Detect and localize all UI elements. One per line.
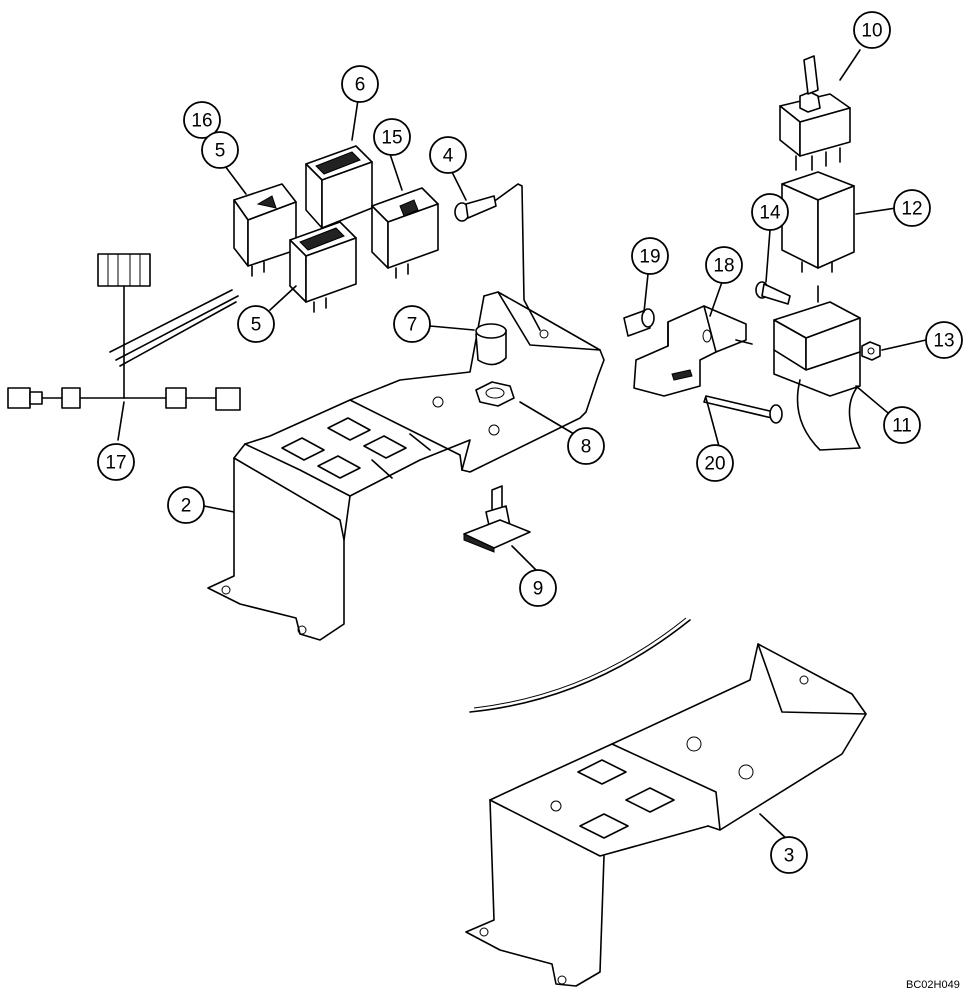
svg-text:18: 18 <box>713 256 734 277</box>
svg-text:3: 3 <box>784 846 795 867</box>
toggle-switch-10 <box>779 55 851 171</box>
svg-text:16: 16 <box>191 111 212 132</box>
spacer-19 <box>623 308 655 337</box>
svg-text:11: 11 <box>892 416 912 437</box>
grommet-9 <box>463 485 531 553</box>
svg-text:20: 20 <box>704 454 725 475</box>
screw-4 <box>454 183 541 331</box>
svg-text:10: 10 <box>861 21 882 42</box>
callout-14: 14 <box>751 193 789 231</box>
bolt-14 <box>755 281 791 305</box>
wire-harness-17 <box>7 253 241 411</box>
relay-socket-11 <box>773 285 861 451</box>
callout-16: 16 <box>183 101 221 139</box>
callout-5-lower: 5 <box>237 305 275 343</box>
nut-13 <box>861 341 881 361</box>
rocker-switch-upper <box>305 145 373 239</box>
callout-4: 4 <box>429 136 467 174</box>
plug-7 <box>475 323 507 366</box>
callout-9: 9 <box>519 569 557 607</box>
svg-text:14: 14 <box>759 203 781 224</box>
callout-12: 12 <box>893 189 931 227</box>
drawing-code: BC02H049 <box>906 979 960 991</box>
mounting-plate-upper <box>207 291 605 641</box>
callout-8: 8 <box>567 427 605 465</box>
relay-12 <box>781 171 855 273</box>
leader-lines <box>117 49 927 841</box>
nut-8 <box>475 381 515 407</box>
callout-17: 17 <box>97 443 135 481</box>
svg-text:17: 17 <box>105 453 126 474</box>
svg-text:5: 5 <box>251 315 262 336</box>
svg-text:4: 4 <box>443 146 454 167</box>
svg-text:7: 7 <box>407 315 418 336</box>
svg-text:9: 9 <box>533 579 544 600</box>
callout-2: 2 <box>167 486 205 524</box>
rocker-switch-lower <box>289 221 357 313</box>
callout-19: 19 <box>631 237 669 275</box>
bolt-20 <box>703 395 783 424</box>
callout-10: 10 <box>853 11 891 49</box>
rocker-switch-light <box>371 187 439 279</box>
mounting-plate-lower <box>465 617 867 987</box>
callout-20: 20 <box>696 444 734 482</box>
bracket-18 <box>633 305 753 397</box>
callout-7: 7 <box>393 305 431 343</box>
svg-text:12: 12 <box>901 199 922 220</box>
svg-text:8: 8 <box>581 437 592 458</box>
rocker-switch-hazard <box>233 183 297 277</box>
callout-15: 15 <box>373 118 411 156</box>
svg-text:19: 19 <box>639 247 660 268</box>
svg-text:2: 2 <box>181 496 192 517</box>
callout-18: 18 <box>705 246 743 284</box>
callout-13: 13 <box>925 321 963 359</box>
svg-text:5: 5 <box>215 141 226 162</box>
callout-11: 11 <box>883 406 921 444</box>
callout-6: 6 <box>341 65 379 103</box>
callout-5-upper: 5 <box>201 131 239 169</box>
svg-text:13: 13 <box>933 331 954 352</box>
svg-text:15: 15 <box>381 128 402 149</box>
callout-3: 3 <box>770 836 808 874</box>
svg-text:6: 6 <box>355 75 366 96</box>
